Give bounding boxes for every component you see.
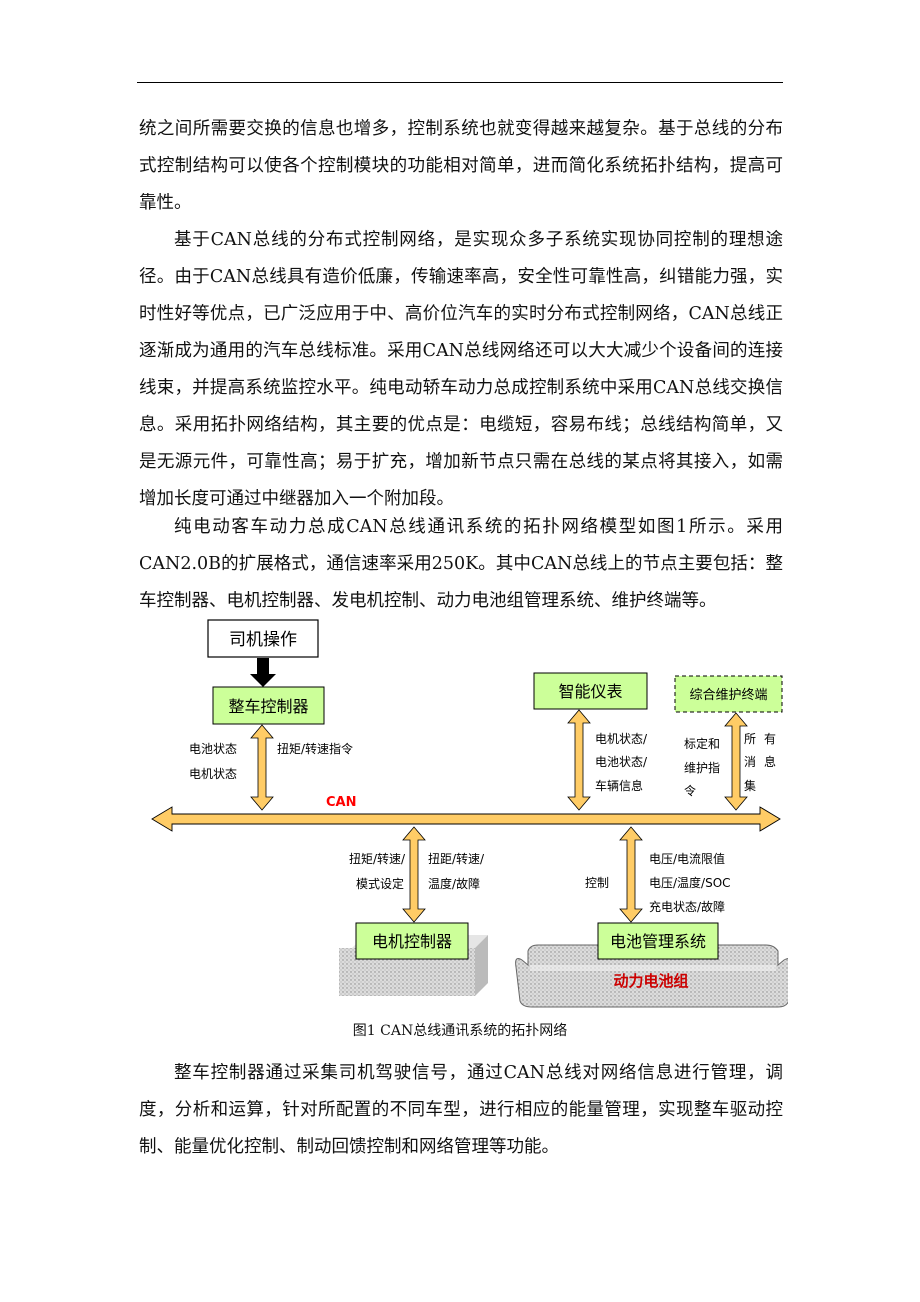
driver-box [207, 619, 319, 658]
vcu-box-label: 整车控制器 [228, 697, 308, 716]
motor-controller-label: 电机控制器 [372, 932, 452, 951]
maint-left-1: 标定和 [684, 736, 720, 751]
can-topology-diagram: 司机操作 整车控制器 电池状态 电机状态 扭矩/转速指令 智能仪表 电机状态/ … [151, 619, 788, 1008]
paragraph-3: 纯电动客车动力总成CAN总线通讯系统的拓扑网络模型如图1所示。采用CAN2.0B… [139, 517, 783, 611]
maint-right-5: 集 [744, 778, 756, 793]
motor-controller-box [355, 922, 469, 960]
vcu-left-label-1: 电池状态 [189, 742, 237, 756]
bms-right-2: 电压/温度/SOC [649, 875, 731, 890]
paragraph-1: 统之间所需要交换的信息也增多，控制系统也就变得越来越复杂。基于总线的分布式控制结… [139, 119, 783, 213]
maintenance-box-label: 综合维护终端 [689, 687, 767, 703]
battery-pack-label: 动力电池组 [613, 972, 688, 990]
motor-right-2: 温度/故障 [428, 876, 480, 891]
can-bus-label: CAN [326, 795, 356, 810]
motor-right-1: 扭距/转速/ [428, 851, 485, 866]
vcu-right-label: 扭矩/转速指令 [277, 741, 353, 756]
bms-right-1: 电压/电流限值 [649, 851, 725, 866]
header-rule [137, 82, 783, 83]
vcu-box [212, 686, 325, 725]
maintenance-bus-arrow [724, 712, 748, 811]
bms-left-label: 控制 [585, 876, 609, 890]
bms-box-label: 电池管理系统 [610, 932, 706, 951]
motor-platform-side [475, 935, 488, 996]
maint-right-1: 所 [744, 732, 756, 746]
paragraph-2: 基于CAN总线的分布式控制网络，是实现众多子系统实现协同控制的理想途径。由于CA… [139, 230, 783, 509]
battery-pack-highlight [530, 965, 776, 971]
motor-bus-arrow [402, 826, 426, 923]
paragraph-4: 整车控制器通过采集司机驾驶信号，通过CAN总线对网络信息进行管理，调度，分析和运… [139, 1063, 783, 1157]
dashboard-box [533, 672, 648, 710]
dashboard-box-label: 智能仪表 [558, 682, 622, 701]
dash-info-2: 电池状态/ [595, 755, 648, 769]
vcu-bus-arrow [250, 724, 274, 811]
battery-pack-shape [515, 944, 788, 1008]
motor-left-2: 模式设定 [356, 876, 404, 891]
maint-left-2: 维护指 [684, 760, 720, 775]
figure-caption: 图1 CAN总线通讯系统的拓扑网络 [352, 1023, 568, 1039]
vcu-left-label-2: 电机状态 [189, 767, 237, 781]
dash-info-1: 电机状态/ [595, 732, 648, 746]
dash-info-3: 车辆信息 [595, 778, 643, 793]
motor-left-1: 扭矩/转速/ [349, 851, 406, 866]
bms-right-3: 充电状态/故障 [649, 899, 725, 914]
maint-left-3: 令 [684, 783, 696, 798]
bms-bus-arrow [619, 826, 643, 923]
maint-right-3: 消 [744, 755, 756, 769]
maintenance-box [674, 675, 783, 713]
driver-box-label: 司机操作 [229, 630, 297, 650]
dashboard-bus-arrow [567, 709, 591, 811]
driver-arrow [250, 658, 276, 687]
can-bus-arrow [151, 806, 781, 832]
maint-right-2: 有 [764, 732, 776, 746]
maint-right-4: 息 [764, 754, 776, 769]
bms-box [597, 922, 719, 960]
